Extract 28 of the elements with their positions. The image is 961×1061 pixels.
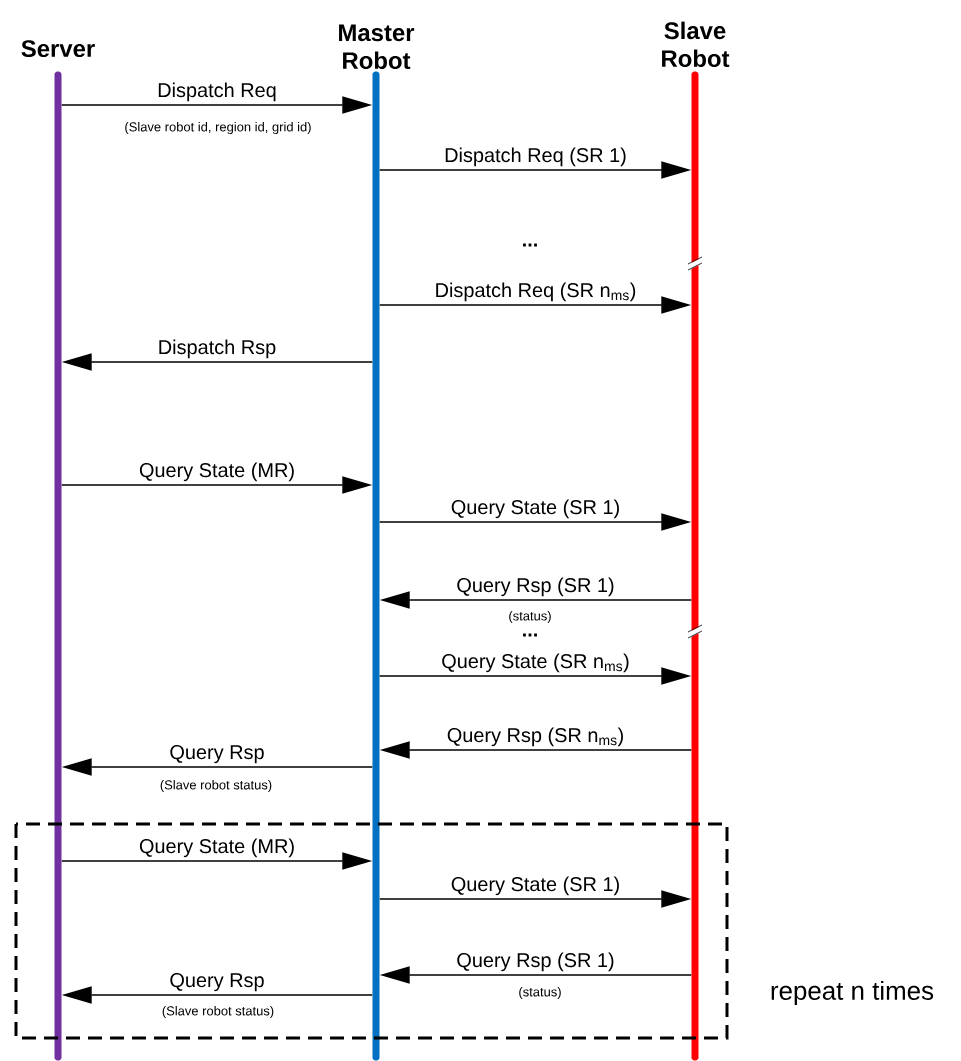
loop-note: repeat n times: [771, 980, 934, 1006]
message-label: Query Rsp (SR 1): [455, 576, 616, 598]
message-label: Query Rsp (SR 1): [455, 951, 616, 973]
node-label: Server: [21, 40, 95, 58]
message-label: Dispatch Req (SR n$_{ms}$): [433, 281, 638, 303]
lifeline: Master Robot: [339, 24, 415, 1061]
node-label: Slave Robot: [662, 21, 730, 68]
message-label: Query Rsp: [168, 744, 266, 765]
message-label: Dispatch Req: [156, 81, 278, 103]
lifeline: Server: [21, 40, 95, 1061]
lifeline: Slave Robot: [662, 21, 730, 1061]
message-label: Dispatch Req (SR 1): [443, 146, 628, 168]
message-label: Query State (SR n$_{ms}$): [440, 652, 631, 674]
message-label: Dispatch Rsp: [156, 338, 278, 360]
node-label: Master Robot: [339, 24, 415, 70]
message-label: Query State (SR 1): [449, 875, 622, 897]
sub-label: (Slave robot status): [162, 1005, 274, 1019]
message-label: Query Rsp: [168, 972, 266, 993]
sub-label: (Slave robot status): [160, 779, 272, 793]
ellipsis: ...: [523, 243, 537, 247]
sub-label: (status): [519, 986, 561, 1000]
message-label: Query State (MR): [137, 837, 297, 859]
sub-label: (status): [509, 610, 551, 624]
message-label: Query Rsp (SR n$_{ms}$): [445, 726, 626, 748]
message-label: Query State (SR 1): [449, 498, 622, 520]
sub-label: (Slave robot id, region id, grid id): [125, 121, 311, 135]
ellipsis: ...: [523, 633, 537, 637]
message-label: Query State (MR): [137, 461, 297, 483]
